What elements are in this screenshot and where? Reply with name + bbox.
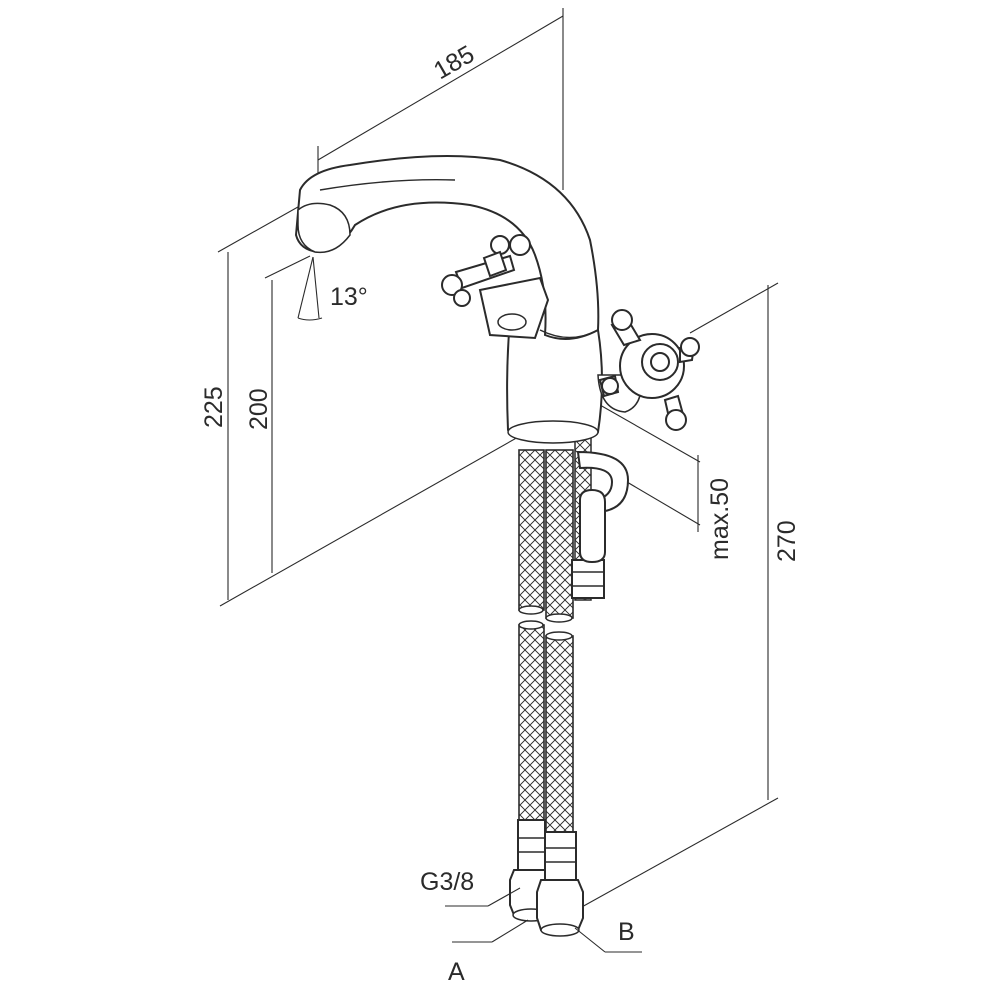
callout-a-label: A: [448, 958, 465, 986]
callout-g38: G3/8: [420, 868, 521, 907]
callout-a: A: [448, 919, 529, 986]
horseshoe-washer: [576, 450, 630, 564]
dimension-270: 270: [579, 282, 801, 909]
spout: [294, 155, 600, 340]
handle-right: [597, 309, 700, 431]
dimension-185-label: 185: [429, 40, 479, 85]
dimension-225-label: 225: [200, 386, 228, 428]
dimension-max50: max.50: [599, 404, 734, 560]
handle-left: [441, 234, 550, 340]
callout-b-label: B: [618, 918, 635, 946]
dimension-270-label: 270: [773, 520, 801, 562]
callout-b: B: [574, 918, 642, 953]
dimension-200: 200: [245, 255, 311, 573]
dimension-225: 225: [200, 202, 521, 607]
dimension-max50-label: max.50: [706, 478, 734, 560]
dimension-200-label: 200: [245, 388, 273, 430]
callout-g38-label: G3/8: [420, 868, 474, 896]
angle-13: 13°: [297, 256, 368, 321]
hose-b: [536, 449, 584, 937]
angle-13-label: 13°: [330, 283, 368, 311]
